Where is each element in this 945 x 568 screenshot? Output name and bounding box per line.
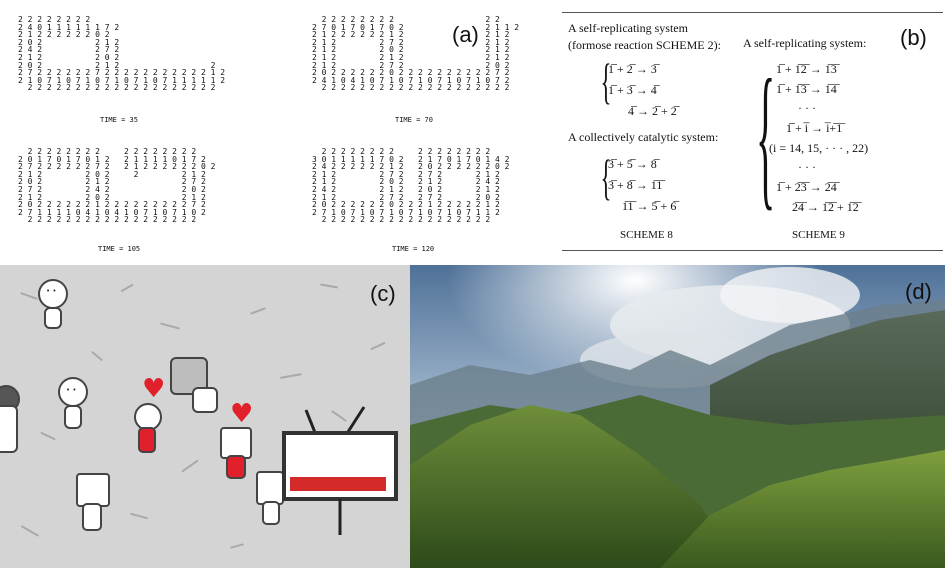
ground-scratch — [181, 459, 199, 473]
mid-eq-3: 1̅1̅ → 5̅ + 6̅ — [622, 199, 677, 213]
right-eq-6: 2̅4̅ → 1̅2̅ + 1̅2̅ — [792, 200, 859, 214]
scheme-8-label: SCHEME 8 — [620, 229, 673, 241]
ground-scratch — [90, 350, 104, 362]
ground-scratch — [130, 512, 148, 520]
right-title: A self-replicating system: — [743, 36, 867, 50]
ground-scratch — [40, 431, 56, 441]
ground-scratch — [160, 322, 180, 330]
ca-grid-time-70: 2 2 2 2 2 2 2 2 2 2 2 7 0 1 7 0 1 7 0 2 … — [312, 15, 520, 93]
middle-title: A collectively catalytic system: — [568, 130, 719, 144]
panel-label-b: (b) — [900, 25, 927, 50]
ca-grid-time-35: 2 2 2 2 2 2 2 2 2 4 0 1 1 1 1 1 1 7 2 2 … — [18, 15, 226, 93]
character-eyes: • • — [66, 386, 77, 394]
panel-label-a: (a) — [452, 22, 479, 47]
mid-eq-1: 3̅ + 5̅ → 8̅ — [608, 157, 657, 171]
panel-a-cellular-automata: 2 2 2 2 2 2 2 2 2 4 0 1 1 1 1 1 1 7 2 2 … — [0, 0, 560, 265]
ground-scratch — [279, 373, 303, 379]
ca-time-label: TIME = 35 — [100, 116, 138, 124]
character-body — [0, 405, 18, 453]
character-body — [82, 503, 102, 531]
right-dots-2: · · · — [798, 160, 816, 174]
right-brace: { — [756, 46, 776, 224]
character-body — [226, 455, 246, 479]
panel-label-d: (d) — [905, 279, 932, 304]
panel-c-game-scene: • • • • ♥ ♥ (c) — [0, 265, 410, 568]
ground-scratch — [20, 291, 38, 301]
top-rule — [562, 12, 943, 13]
right-eq-3: 1̅ + i̅ → i̅+̅1̅ — [786, 121, 843, 135]
ground-scratch — [370, 341, 386, 351]
left-title-line-2: (formose reaction SCHEME 2): — [568, 38, 721, 52]
character-eyes: • • — [46, 287, 57, 295]
ca-time-label: TIME = 70 — [395, 116, 433, 124]
right-eq-2: 1̅ + 1̅3̅ → 1̅4̅ — [776, 82, 837, 96]
ca-grid-time-105: 2 2 2 2 2 2 2 2 2 2 2 2 2 2 2 2 2 0 1 7 … — [18, 147, 216, 225]
right-eq-1: 1̅ + 1̅2̅ → 1̅3̅ — [776, 62, 837, 76]
mid-eq-2: 3̅ + 8̅ → 1̅1̅ — [608, 178, 663, 192]
character-head — [76, 473, 110, 507]
ground-scratch — [120, 283, 134, 293]
character-body — [64, 405, 82, 429]
bottom-rule — [562, 250, 943, 251]
left-eq-1: 1̅ + 2̅ → 3̅ — [608, 62, 657, 76]
ground-scratch — [319, 283, 339, 289]
panel-label-c: (c) — [370, 281, 396, 306]
ca-time-label: TIME = 120 — [392, 245, 435, 253]
scheme-9-label: SCHEME 9 — [792, 229, 845, 241]
character-body — [138, 427, 156, 453]
ground-scratch — [20, 525, 40, 537]
left-brace: { — [600, 53, 612, 109]
right-dots-1: · · · — [798, 101, 816, 115]
right-eq-4: (i = 14, 15, · · · , 22) — [769, 141, 869, 155]
left-eq-3: 4̅ → 2̅ + 2̅ — [628, 104, 677, 118]
right-eq-5: 1̅ + 2̅3̅ → 2̅4̅ — [776, 180, 837, 194]
heart-icon: ♥ — [142, 374, 166, 404]
ground-scratch — [229, 543, 245, 549]
character-body — [192, 387, 218, 413]
ground-scratch — [250, 307, 266, 315]
ca-time-label: TIME = 105 — [98, 245, 141, 253]
left-title-line-1: A self-replicating system — [568, 21, 688, 35]
left-eq-2: 1̅ + 3̅ → 4̅ — [608, 83, 657, 97]
panel-b-reaction-schemes: A self-replicating system (formose react… — [560, 0, 945, 265]
character-body — [262, 501, 280, 525]
panel-d-landscape: (d) — [410, 265, 945, 568]
ca-grid-time-120: 2 2 2 2 2 2 2 2 2 2 2 2 2 2 2 2 3 0 1 1 … — [312, 147, 510, 225]
mountain-landscape-image — [410, 265, 945, 568]
middle-brace: { — [600, 149, 612, 205]
character-body — [44, 307, 62, 329]
tv-sign — [282, 406, 398, 535]
heart-icon: ♥ — [230, 399, 254, 429]
